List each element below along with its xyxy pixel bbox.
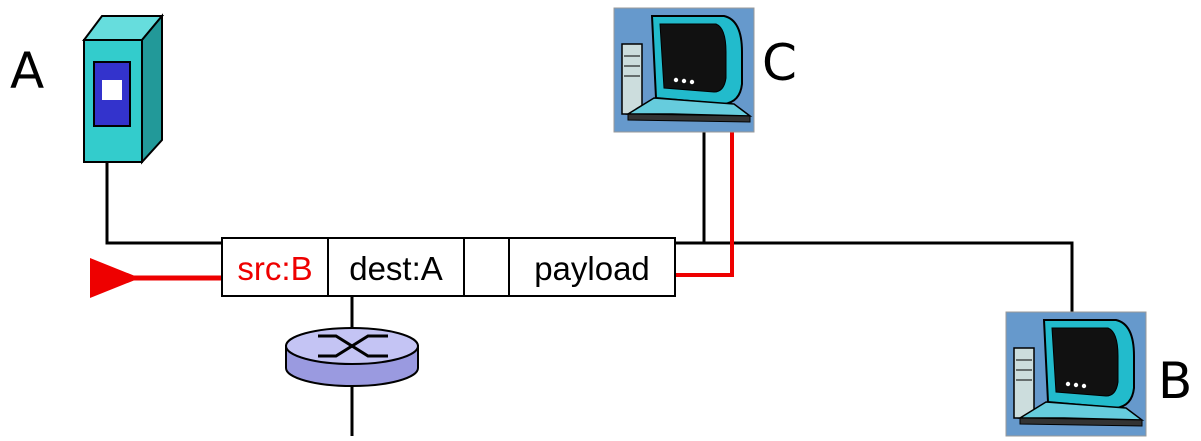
- wires: [105, 132, 1074, 436]
- label-c: C: [762, 34, 797, 92]
- packet-border: [221, 237, 676, 297]
- packet-src: src:B: [237, 250, 312, 287]
- computer-icon: [613, 7, 755, 133]
- wire-bus-right: [675, 241, 1074, 312]
- packet-payload: payload: [534, 250, 650, 287]
- label-a: A: [10, 42, 44, 100]
- server-icon: [82, 13, 165, 165]
- computer-icon: [1005, 311, 1147, 437]
- wire-a: [105, 162, 222, 245]
- frame-path: [90, 132, 734, 298]
- packet-dest: dest:A: [349, 250, 443, 287]
- label-b: B: [1158, 352, 1192, 410]
- frame-path-from-c: [675, 132, 734, 277]
- router-icon: [285, 327, 419, 387]
- packet: src:B dest:A payload: [221, 237, 676, 297]
